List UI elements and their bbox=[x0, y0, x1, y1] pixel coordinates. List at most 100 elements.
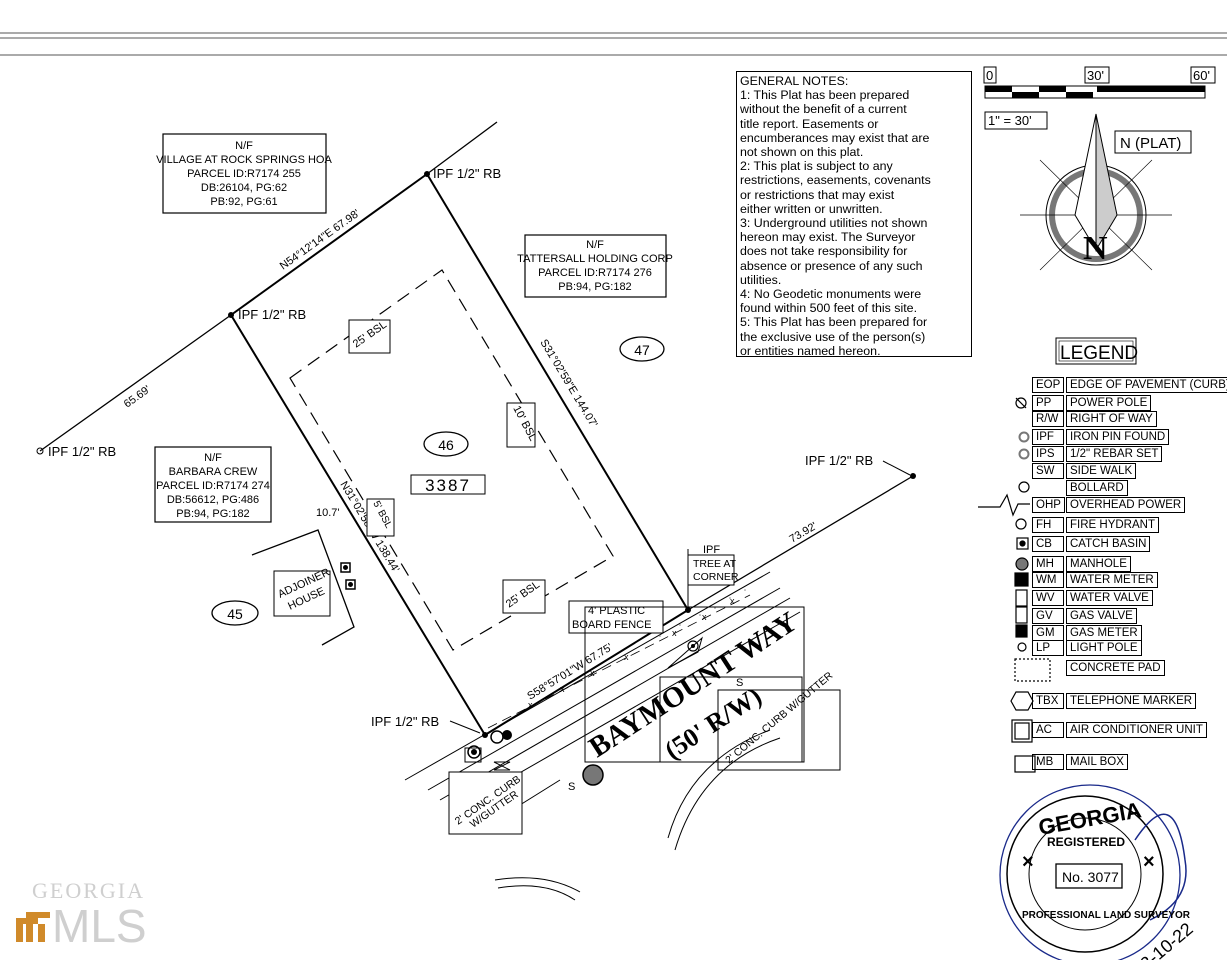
svg-text:x: x bbox=[672, 628, 677, 638]
lot-47: 47 bbox=[619, 336, 665, 362]
legend-description: WATER VALVE bbox=[1066, 590, 1153, 606]
adjoiner-north-parcel: PARCEL ID:R7174 255 bbox=[187, 168, 301, 180]
mls-logo-icon bbox=[16, 918, 23, 942]
general-note-line: either written or unwritten. bbox=[740, 201, 883, 216]
gas-valve-icon bbox=[1015, 606, 1028, 624]
adjoiner-east-pb: PB:94, PG:182 bbox=[558, 281, 631, 293]
pin-tree-corner bbox=[685, 607, 691, 613]
pin-circle-icon bbox=[1018, 431, 1030, 443]
scale-end: 60' bbox=[1193, 68, 1210, 83]
legend-icons bbox=[978, 397, 1051, 773]
offset-distance: 10.7' bbox=[316, 507, 340, 519]
legend-code: IPF bbox=[1032, 429, 1064, 445]
fence-line bbox=[487, 594, 751, 729]
legend-code: WV bbox=[1032, 590, 1064, 606]
scale-ratio: 1" = 30' bbox=[988, 113, 1032, 128]
svg-text:TREE AT: TREE AT bbox=[693, 558, 737, 570]
adjoiner-north-owner: VILLAGE AT ROCK SPRINGS HOA bbox=[156, 154, 332, 166]
pins bbox=[36, 171, 916, 738]
adjoiner-west-parcel: PARCEL ID:R7174 274 bbox=[156, 480, 270, 492]
legend-code: MB bbox=[1032, 754, 1064, 770]
light-pole-icon bbox=[1017, 642, 1027, 652]
legend-code: EOP bbox=[1032, 377, 1065, 393]
svg-text:S: S bbox=[568, 781, 575, 793]
general-note-line: utilities. bbox=[740, 272, 782, 287]
adjoiner-north-pb: PB:92, PG:61 bbox=[210, 196, 277, 208]
legend-description: OVERHEAD POWER bbox=[1066, 497, 1186, 513]
svg-text:x: x bbox=[730, 596, 735, 606]
legend-description: TELEPHONE MARKER bbox=[1066, 693, 1197, 709]
general-note-line: found within 500 feet of this site. bbox=[740, 301, 918, 316]
general-note-line: or restrictions that may exist bbox=[740, 187, 895, 202]
general-note-line: 3: Underground utilities not shown bbox=[740, 216, 928, 231]
adjoiner-east-owner: TATTERSALL HOLDING CORP bbox=[517, 253, 673, 265]
pin-label-east: IPF 1/2" RB bbox=[805, 453, 873, 468]
north-letter: N bbox=[1083, 230, 1108, 267]
bearing-north-line: N54°12'14"E 67.98' bbox=[278, 207, 362, 272]
pin-far-west bbox=[36, 447, 44, 455]
adjoiner-west: N/F BARBARA CREW PARCEL ID:R7174 274 DB:… bbox=[154, 446, 272, 523]
pin-label-northwest: IPF 1/2" RB bbox=[238, 307, 306, 322]
svg-text:×: × bbox=[1022, 851, 1034, 873]
lot-45: 45 bbox=[211, 600, 259, 626]
general-note-line: 5: This Plat has been prepared for bbox=[740, 315, 928, 330]
svg-text:3387: 3387 bbox=[425, 476, 471, 495]
legend-description: RIGHT OF WAY bbox=[1066, 411, 1157, 427]
tree-corner-label: IPF TREE AT CORNER bbox=[687, 544, 739, 608]
seal-bottom: PROFESSIONAL LAND SURVEYOR bbox=[1022, 910, 1191, 921]
manhole-icon bbox=[582, 764, 604, 786]
adjoiner-east-parcel: PARCEL ID:R7174 276 bbox=[538, 267, 652, 279]
pin-circle-icon-2 bbox=[1018, 448, 1030, 460]
general-note-line: absence or presence of any such bbox=[740, 258, 923, 273]
legend-code: GV bbox=[1032, 608, 1064, 624]
svg-text:47: 47 bbox=[634, 342, 650, 358]
watermark-bottom: MLS bbox=[52, 900, 147, 948]
legend-description: CONCRETE PAD bbox=[1066, 660, 1165, 676]
pin-label-far-west: IPF 1/2" RB bbox=[48, 444, 116, 459]
legend-code: FH bbox=[1032, 517, 1064, 533]
pin-north bbox=[424, 171, 430, 177]
pin-east bbox=[910, 473, 916, 479]
general-note-line: hereon may exist. The Surveyor bbox=[740, 230, 916, 245]
legend-code: CB bbox=[1032, 536, 1064, 552]
svg-text:x: x bbox=[702, 612, 707, 622]
general-note-line: restrictions, easements, covenants bbox=[740, 173, 931, 188]
pin-northwest bbox=[228, 312, 234, 318]
concrete-pad-icon bbox=[1014, 658, 1051, 682]
general-note-line: title report. Easements or bbox=[740, 116, 879, 131]
power-pole-icon bbox=[1015, 397, 1027, 409]
general-note-line: not shown on this plat. bbox=[740, 145, 864, 160]
legend-code: IPS bbox=[1032, 446, 1064, 462]
svg-text:4' PLASTIC: 4' PLASTIC bbox=[588, 605, 645, 617]
legend-code: PP bbox=[1032, 395, 1064, 411]
surveyor-seal: GEORGIA REGISTERED No. 3077 PROFESSIONAL… bbox=[999, 784, 1197, 960]
north-arrow-label: N (PLAT) bbox=[1120, 135, 1181, 152]
adjoiner-north-db: DB:26104, PG:62 bbox=[201, 182, 287, 194]
pin-label-north: IPF 1/2" RB bbox=[433, 166, 501, 181]
hydrant-icon bbox=[1015, 518, 1027, 530]
watermark-top: GEORGIA bbox=[32, 878, 145, 903]
adjoiner-house-outline bbox=[251, 529, 355, 646]
svg-text:S: S bbox=[736, 677, 743, 689]
north-arrow-icon: N (PLAT) N bbox=[1020, 113, 1192, 271]
svg-text:x: x bbox=[590, 668, 595, 678]
general-note-line: does not take responsibility for bbox=[740, 244, 908, 259]
setback-labels: 25' BSL 10' BSL 5' BSL 25' BSL bbox=[348, 319, 546, 614]
general-note-line: encumberances may exist that are bbox=[740, 130, 930, 145]
general-notes-title: GENERAL NOTES: bbox=[740, 74, 849, 88]
adjoiner-north-nf: N/F bbox=[235, 140, 253, 152]
adjoiner-west-db: DB:56612, PG:486 bbox=[167, 494, 259, 506]
sidewalk-hatch bbox=[659, 589, 746, 637]
legend-description: POWER POLE bbox=[1066, 395, 1152, 411]
legend-description: GAS VALVE bbox=[1066, 608, 1137, 624]
bearing-south-line: S58°57'01"W 67.75' bbox=[525, 641, 614, 702]
legend-description: MANHOLE bbox=[1066, 556, 1131, 572]
adjoiner-west-owner: BARBARA CREW bbox=[169, 466, 258, 478]
manhole-icon-legend bbox=[1015, 557, 1029, 571]
svg-text:x: x bbox=[624, 652, 629, 662]
adjoiner-west-nf: N/F bbox=[204, 452, 222, 464]
svg-text:x: x bbox=[528, 700, 533, 710]
telephone-marker-icon bbox=[1010, 691, 1034, 711]
legend-description: CATCH BASIN bbox=[1066, 536, 1151, 552]
general-notes: GENERAL NOTES: 1: This Plat has been pre… bbox=[736, 71, 972, 358]
